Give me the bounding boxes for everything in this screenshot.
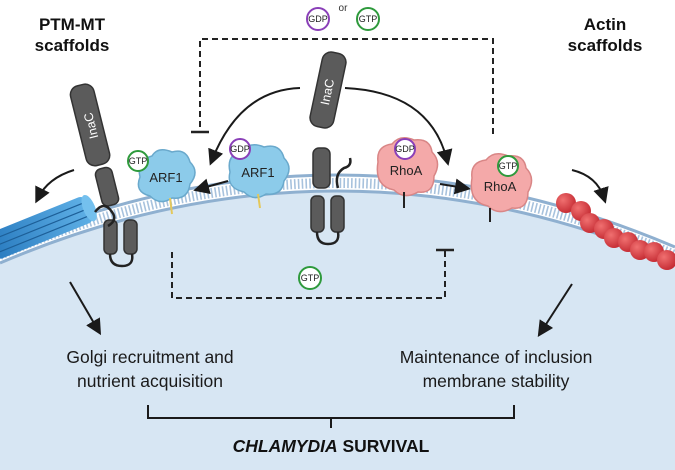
arrow-to-golgi-outcome [69,281,102,336]
inac-center-label: InaC [318,78,337,107]
inac-left-label: InaC [81,111,101,140]
footer-survival-word: SURVIVAL [338,436,430,456]
arrow-rhoa-gdp-to-gtp [439,178,471,195]
rhoa-gtp-text: GTP [499,161,518,171]
bottom-gtp-pill: GTP [298,266,322,290]
inac-protein-left: InaC [69,83,138,268]
right-title-line1: Actin [584,15,627,34]
outcome-left-line2: nutrient acquisition [77,371,223,391]
arrow-arf1-gdp-to-gtp [193,178,229,195]
rhoa-gdp-text: GDP [395,144,415,154]
arrow-inac-to-rhoa [344,87,453,166]
inclusion-lumen [0,190,675,470]
legend-gtp-pill: GTP [356,7,380,31]
rhoa-right-label: RhoA [484,179,517,194]
legend-gtp-text: GTP [359,14,378,24]
rhoa-gdp-pill: GDP [394,138,416,160]
arf1-gdp-text: GDP [230,144,250,154]
arrow-inac-to-arf1 [208,87,301,166]
outcome-left-line1: Golgi recruitment and [66,347,233,367]
survival-bracket [147,405,515,428]
microtubule-filament [0,194,97,259]
left-title-line1: PTM-MT [39,15,106,34]
legend-gdp-pill: GDP [306,7,330,31]
arf1-gdp-protein: ARF1 GDP [228,138,290,209]
arf1-gtp-pill: GTP [127,150,149,172]
rhoa-gdp-protein: RhoA GDP [376,137,439,208]
bottom-gtp-text: GTP [301,273,320,283]
bottom-dashed-inhibition [171,250,446,299]
legend-gdp-text: GDP [308,14,328,24]
footer-chlamydia: CHLAMYDIA [233,436,338,456]
arf1-gtp-protein: ARF1 GTP [127,149,196,215]
footer-survival: CHLAMYDIA SURVIVAL [233,436,430,456]
inclusion-membrane-inner [0,189,675,265]
inac-protein-center: InaC [309,51,352,246]
legend-or-text: or [339,3,349,14]
arf1-gdp-pill: GDP [229,138,251,160]
actin-filament [556,193,675,270]
rhoa-gtp-protein: RhoA GTP [470,153,533,222]
outcome-right-line1: Maintenance of inclusion [400,347,593,367]
arf1-left-label: ARF1 [149,170,182,185]
arrow-to-actin [571,169,609,204]
arf1-center-label: ARF1 [241,165,274,180]
right-title-line2: scaffolds [568,36,643,55]
arf1-gtp-text: GTP [129,156,148,166]
arrow-to-stability-outcome [537,283,573,338]
rhoa-center-label: RhoA [390,163,423,178]
arrow-to-microtubule [35,169,75,204]
outcome-right-line2: membrane stability [423,371,570,391]
left-title-line2: scaffolds [35,36,110,55]
rhoa-gtp-pill: GTP [497,155,519,177]
top-dashed-inhibition [199,38,494,134]
